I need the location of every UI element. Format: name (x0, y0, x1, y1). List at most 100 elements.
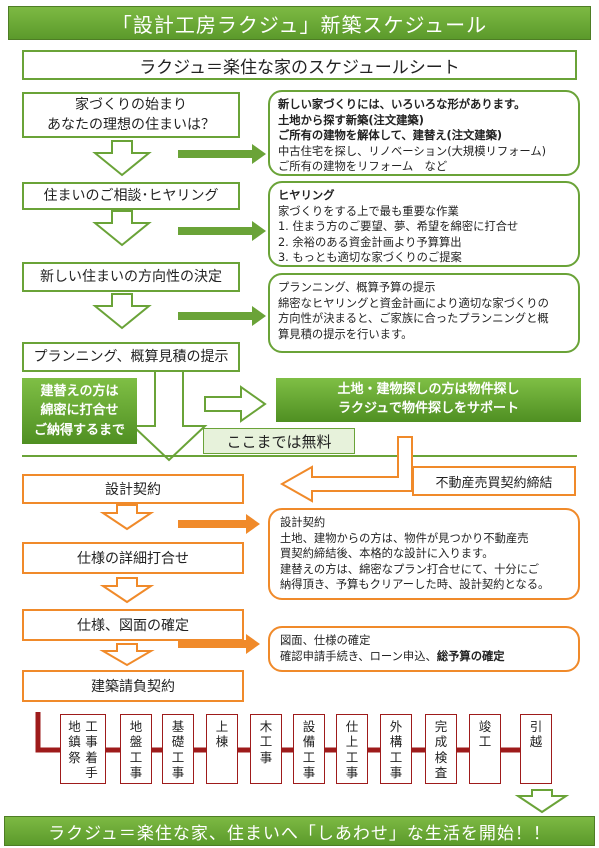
onote-1-line-2: 土地、建物からの方は、物件が見つかり不動産売 (280, 531, 529, 545)
orange-right-arrow-2 (178, 634, 260, 654)
down-arrow-2-shape (92, 210, 152, 247)
process-step: 完成検査 (425, 714, 457, 784)
process-step: 竣 工 (469, 714, 504, 784)
right-arrow-land (204, 385, 267, 423)
step-planning: プランニング、概算見積の提示 (22, 342, 240, 372)
orange-right-arrow-1 (178, 514, 260, 534)
note-1-line-2: 土地から探す新築(注文建築) (278, 113, 424, 127)
header-bar: 「設計工房ラクジュ」新築スケジュール (8, 6, 591, 40)
onote-1-line-3: 買契約締結後、本格的な設計に入ります。 (280, 547, 494, 561)
free-label-text: ここまでは無料 (226, 432, 332, 451)
process-step: 地盤工事 (120, 714, 152, 784)
step-planning-label: プランニング、概算見積の提示 (33, 348, 229, 365)
orange-down-arrow-2 (99, 577, 155, 604)
process-step-label: 完成検査 (434, 719, 448, 780)
page-title: 「設計工房ラクジュ」新築スケジュール (111, 12, 488, 37)
process-step-label: 地鎮祭 (68, 719, 81, 765)
note-3-line-1: プランニング、概算予算の提示 (278, 281, 436, 294)
process-step: 外構工事 (380, 714, 412, 784)
step-construction-contract: 建築請負契約 (22, 670, 244, 702)
land-search-box: 土地・建物探しの方は物件探し ラクジュで物件探しをサポート (276, 378, 581, 422)
step-consultation-label: 住まいのご相談･ヒヤリング (43, 187, 219, 204)
step-start: 家づくりの始まり あなたの理想の住まいは？ (22, 92, 240, 138)
note-3-line-3: 方向性が決まると、ご家族に合ったプランニングと概 (278, 312, 549, 326)
orange-down-arrow-1 (99, 504, 155, 531)
step-spec-fix: 仕様、図面の確定 (22, 609, 244, 641)
note-2-line-1: 家づくりをする上で最も重要な作業 (278, 204, 459, 218)
footer-bar: ラクジュ＝楽住な家、住まいへ「しあわせ」な生活を開始！！ (4, 816, 595, 846)
step-direction: 新しい住まいの方向性の決定 (22, 262, 240, 292)
footer-text: ラクジュ＝楽住な家、住まいへ「しあわせ」な生活を開始！！ (48, 823, 551, 844)
elbow-arrow-real-estate (279, 436, 413, 503)
process-step: 設備工事 (293, 714, 325, 784)
process-step-label: 地盤工事 (129, 719, 143, 780)
land-line-1: 土地・建物探しの方は物件探し (337, 382, 520, 398)
right-arrow-note-2 (178, 221, 266, 241)
process-step-label: 工事着手 (85, 719, 98, 780)
step-consultation: 住まいのご相談･ヒヤリング (22, 182, 240, 210)
onote-2-line-2b: 総予算の確定 (436, 649, 505, 663)
note-1-line-5: ご所有の建物をリフォーム など (278, 160, 448, 174)
note-2-title: ヒヤリング (278, 189, 335, 202)
onote-1-line-5: 納得頂き、予算もクリアーした時、設計契約となる。 (280, 578, 550, 592)
process-step: 木工事 (250, 714, 282, 784)
design-contract-label: 設計契約 (105, 482, 161, 498)
rebuild-line-2: 綿密に打合せ (40, 403, 119, 419)
process-step: 地鎮祭工事着手 (60, 714, 106, 784)
process-step: 引 越 (520, 714, 555, 784)
real-estate-label: 不動産売買契約締結 (435, 475, 553, 491)
process-step-label: 木工事 (259, 719, 273, 765)
land-line-2: ラクジュで物件探しをサポート (337, 401, 520, 416)
note-3-line-2: 綿密なヒヤリングと資金計画により適切な家づくりの (278, 296, 549, 310)
process-step-label: 仕上工事 (345, 719, 359, 780)
onote-2-line-2a: 確認申請手続き、ローン申込、 (280, 649, 437, 663)
note-1-line-4: 中古住宅を探し、リノベーション(大規模リフォーム) (278, 144, 547, 158)
onote-2-line-2: 確認申請手続き、ローン申込、総予算の確定 (280, 649, 568, 665)
note-3-line-4: 算見積の提示を行います。 (278, 327, 413, 341)
subtitle-text: ラクジュ＝楽住な家のスケジュールシート (139, 57, 460, 78)
onote-1-line-1: 設計契約 (280, 516, 326, 529)
note-1-line-3: ご所有の建物を解体して、建替え(注文建築) (278, 129, 503, 143)
rebuild-line-3: ご納得するまで (33, 422, 125, 438)
note-spec-fix: 図面、仕様の確定 確認申請手続き、ローン申込、総予算の確定 (268, 626, 580, 672)
right-arrow-note-1 (178, 144, 266, 164)
orange-down-arrow-3 (99, 643, 155, 667)
process-step-label: 上 棟 (215, 719, 241, 750)
note-planning: プランニング、概算予算の提示 綿密なヒヤリングと資金計画により適切な家づくりの … (268, 273, 580, 353)
note-2-line-3: 2. 余裕のある資金計画より予算算出 (278, 235, 462, 249)
real-estate-contract: 不動産売買契約締結 (412, 466, 576, 496)
rebuild-line-1: 建替えの方は (40, 383, 119, 399)
note-2-line-4: 3. もっとも適切な家づくりのご提案 (278, 251, 462, 265)
big-down-arrow-shape (130, 365, 208, 462)
spec-meeting-label: 仕様の詳細打合せ (77, 551, 189, 567)
process-step: 仕上工事 (336, 714, 368, 784)
step-spec-meeting: 仕様の詳細打合せ (22, 542, 244, 574)
rebuild-box: 建替えの方は 綿密に打合せ ご納得するまで (22, 378, 137, 444)
note-2-line-2: 1. 住まう方のご要望、夢、希望を綿密に打合せ (278, 220, 519, 234)
step-direction-label: 新しい住まいの方向性の決定 (40, 268, 222, 285)
note-house-types: 新しい家づくりには、いろいろな形があります。 土地から探す新築(注文建築) ご所… (268, 90, 580, 176)
process-step-label: 設備工事 (302, 719, 316, 780)
process-step: 基礎工事 (162, 714, 194, 784)
step-start-label: 家づくりの始まり あなたの理想の住まいは？ (47, 96, 215, 133)
construction-contract-label: 建築請負契約 (91, 679, 175, 695)
note-design-contract: 設計契約 土地、建物からの方は、物件が見つかり不動産売 買契約締結後、本格的な設… (268, 508, 580, 600)
down-arrow-1-shape (92, 140, 152, 177)
process-step: 上 棟 (206, 714, 241, 784)
down-arrow-3-shape (92, 293, 152, 330)
process-step-label: 竣 工 (478, 719, 504, 750)
process-step-label: 引 越 (529, 719, 555, 750)
final-down-arrow (514, 789, 570, 814)
right-arrow-note-3 (178, 306, 266, 326)
schedule-subtitle: ラクジュ＝楽住な家のスケジュールシート (22, 50, 577, 80)
process-step-label: 外構工事 (389, 719, 403, 780)
step-design-contract: 設計契約 (22, 474, 244, 504)
process-step-label: 基礎工事 (171, 719, 185, 780)
onote-2-line-1: 図面、仕様の確定 (280, 634, 371, 647)
onote-1-line-4: 建替えの方は、綿密なプラン打合せにて、十分にご (280, 562, 540, 576)
spec-fix-label: 仕様、図面の確定 (77, 618, 189, 634)
note-1-line-1: 新しい家づくりには、いろいろな形があります。 (278, 98, 526, 111)
free-label: ここまでは無料 (203, 428, 355, 454)
note-hearing: ヒヤリング 家づくりをする上で最も重要な作業 1. 住まう方のご要望、夢、希望を… (268, 181, 580, 267)
